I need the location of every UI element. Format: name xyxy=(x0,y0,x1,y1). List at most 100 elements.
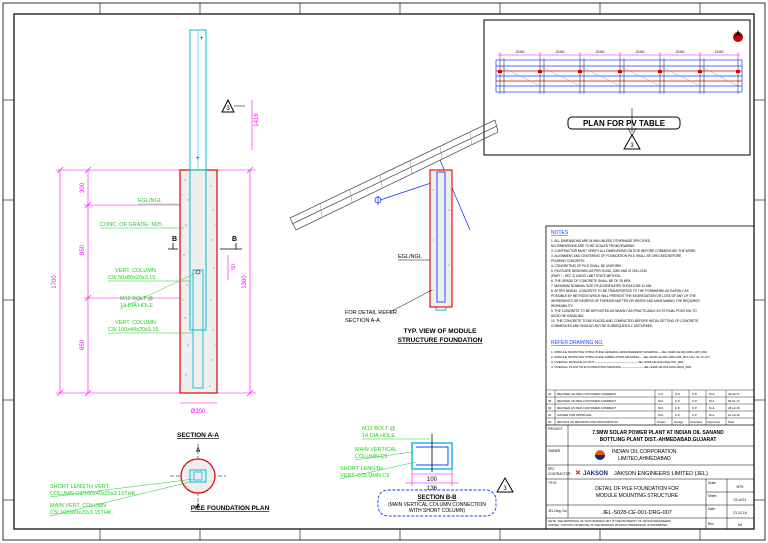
scale-value: NTS xyxy=(737,485,745,489)
typ-pile xyxy=(429,169,453,308)
project-name-l1: 7.5MW SOLAR POWER PLANT AT INDIAN OIL SA… xyxy=(592,430,724,436)
plan-ref-number: 3 xyxy=(630,143,634,149)
bb-dimensions xyxy=(405,470,459,486)
epc-label-l2: CONTRACTOR xyxy=(548,472,571,476)
rev-row-3-design: K.K. xyxy=(675,406,681,410)
bb-short-label-l2: VERT. COLUMN C9 xyxy=(340,473,389,479)
note-5: 5. PILES ARE DESIGNED AS PER IS:456 -200… xyxy=(551,269,647,273)
bb-short-label-l1: SHORT LENGTH xyxy=(340,466,383,472)
footer-note-l2: LIMITED. COPYING OR REUSE OF THE DRAWING… xyxy=(548,523,668,527)
right-dimensions xyxy=(217,166,256,397)
rev-row-1-drawn: A.K. xyxy=(658,392,664,396)
notes-heading: NOTES xyxy=(551,230,569,236)
plan-bracing xyxy=(499,65,739,87)
plan-dim-1: 2100 xyxy=(516,49,526,54)
rev-header-drawn: Drawn xyxy=(657,420,666,424)
rev-row-3-desc: REVISED AS PER CUSTOMER COMMENT xyxy=(557,406,616,410)
note-1b: NO DIMENSIONS ARE TO BE SCALED FROM DRAW… xyxy=(551,244,636,248)
note-10: 10. THE CONCRETE TO BE PLACED AND COMPAC… xyxy=(551,319,698,323)
sheet-value: 01 of 01 xyxy=(734,498,747,502)
rev-row-4-drawn: M.K. xyxy=(658,413,664,417)
label-m12-bolt: M12 BOLT @ xyxy=(120,296,154,302)
pile-plan-title: PILE FOUNDATION PLAN xyxy=(191,505,270,512)
note-2: 2. CONTRACTOR MUST VERIFY ALL DIMENSIONS… xyxy=(551,249,697,253)
date-label: Date xyxy=(708,507,715,511)
plan-rafters xyxy=(499,58,739,94)
title-label: TITLE xyxy=(548,481,557,485)
note-8: 8. AFTER MIXING, CONCRETE TO BE TRANSPOR… xyxy=(551,289,689,293)
pile-circle xyxy=(180,458,216,494)
dwg-no-value: JEL-S028-CE-001-DRG-007 xyxy=(602,510,672,516)
rev-row-1-no: 04 xyxy=(548,392,552,396)
plan-ref-triangle xyxy=(623,133,641,150)
dwg-no-label: JEL Dwg. No. xyxy=(548,509,567,513)
bb-caption-l2: WITH SHORT COLUMN) xyxy=(409,508,466,514)
note-3: 3. ALIGNMENT AND CENTERING OF FOUNDATION… xyxy=(551,254,681,258)
owner-name-l2: LIMITED,AHMEDABAD xyxy=(618,456,671,462)
plan-dim-6: 2100 xyxy=(715,49,725,54)
rev-label: Rev xyxy=(708,522,714,526)
note-10b: COMMENCES AND SHOULD NOT BE SUBSEQUENTLY… xyxy=(551,324,653,328)
dim-650: 650 xyxy=(80,339,86,350)
jakson-logo-icon: ✕ xyxy=(575,470,581,477)
plan-purlins xyxy=(495,59,743,93)
rev-row-4-no: 01 xyxy=(548,413,552,417)
rev-header-no: 00 xyxy=(548,420,552,424)
label-vert-column: VERT. COLUMN xyxy=(115,268,156,274)
sheet-label: Sheet xyxy=(708,494,716,498)
plan-dim-2: 2100 xyxy=(556,49,566,54)
rev-row-3-date: 26.12.16 xyxy=(728,406,740,410)
label-short-length-vert: SHORT LENGTH VERT. xyxy=(50,484,110,490)
refer-item-3: 3. OVERALL MODULE LAYOUT ---------------… xyxy=(551,360,684,364)
rev-header-approved: Approved xyxy=(707,420,720,424)
dim-850: 850 xyxy=(80,244,86,255)
label-short-column: VERT. COLUMN xyxy=(115,320,156,326)
rev-row-4-desc: ISSUED FOR APPROVAL xyxy=(557,413,592,417)
project-name-l2: BOTTLING PLANT DIST.-AHMEDABAD,GUJARAT xyxy=(600,437,717,443)
scale-label: Scale xyxy=(708,481,716,485)
dim-dia-300: Ø300 xyxy=(191,409,206,415)
section-aa-title: SECTION A-A xyxy=(177,432,219,439)
plan-pv-table: 2100 2100 2100 2100 2100 2100 xyxy=(483,19,751,156)
plan-dim-4: 2100 xyxy=(636,49,646,54)
section-aa: + + 3 1416 B B xyxy=(52,29,260,439)
section-mark-b-right: B xyxy=(232,236,237,243)
dim-50: 50 xyxy=(231,264,237,270)
note-8d: WORKABILITY. xyxy=(551,304,574,308)
pile-foundation-plan: A A SHORT LENGTH VERT. COLUMN C9/100x40x… xyxy=(49,444,270,517)
plan-column-marks xyxy=(498,70,740,73)
rev-row-2-approved: M.A. xyxy=(709,399,715,403)
typ-view-title-l1: TYP. VIEW OF MODULE xyxy=(404,328,477,335)
rev-row-4-design: K.K. xyxy=(675,413,681,417)
label-short-length-spec: COLUMN C9/100x40x20x3.15THK. xyxy=(50,491,137,497)
rev-value: 04 xyxy=(738,522,743,527)
rev-row-3-approved: M.A. xyxy=(709,406,715,410)
section-mark-a-bottom: A xyxy=(196,504,201,510)
bb-dim-136: 136 xyxy=(427,486,438,492)
refer-item-1: 1. MODULE MOUNTING STRUCTURE GENERAL ARR… xyxy=(551,350,707,354)
refer-item-2: 2. MODULE MOUNTING STRUCTURE FABRICATION… xyxy=(551,355,710,359)
footer-note-l1: NOTE: THE DRAWINGS OF THIS DRAWING SET I… xyxy=(548,519,671,523)
owner-name-l1: INDIAN OIL CORPORATION xyxy=(612,449,677,455)
pile-plan-main-column xyxy=(189,469,207,483)
pile-plan-short-column xyxy=(193,471,203,481)
plan-dim-3: 2100 xyxy=(596,49,606,54)
dim-1300: 1300 xyxy=(242,275,248,289)
rev-row-1-design: K.K. xyxy=(675,392,681,396)
dim-1700: 1700 xyxy=(52,275,58,289)
rev-row-2-design: K.K. xyxy=(675,399,681,403)
epc-name: JAKSON ENGINEERS LIMITED (JEL) xyxy=(614,471,708,477)
note-8c: INGREDIENTS OR INGRESS OF FOREIGN MATTER… xyxy=(551,299,700,303)
label-egl-ngl: EGL/NGL xyxy=(138,198,162,204)
typ-concrete-speckle xyxy=(432,189,450,291)
label-main-vert-spec: C5/ 100x80x20x3.15THK. xyxy=(50,510,113,516)
bb-main-label-l1: MAIN VERTICAL xyxy=(355,447,397,453)
section-aa-ref-number: 3 xyxy=(226,106,230,112)
module-rafter-ticks xyxy=(319,132,473,217)
rev-header-date: Date xyxy=(728,420,735,424)
note-9b: AVOID RE-HANDLING. xyxy=(551,314,585,318)
plan-frame xyxy=(483,19,751,156)
plan-title-box xyxy=(567,116,681,130)
label-main-vert-column: MAIN VERT. COLUMN xyxy=(50,503,106,509)
rev-row-1-date: 02.02.17 xyxy=(728,392,740,396)
